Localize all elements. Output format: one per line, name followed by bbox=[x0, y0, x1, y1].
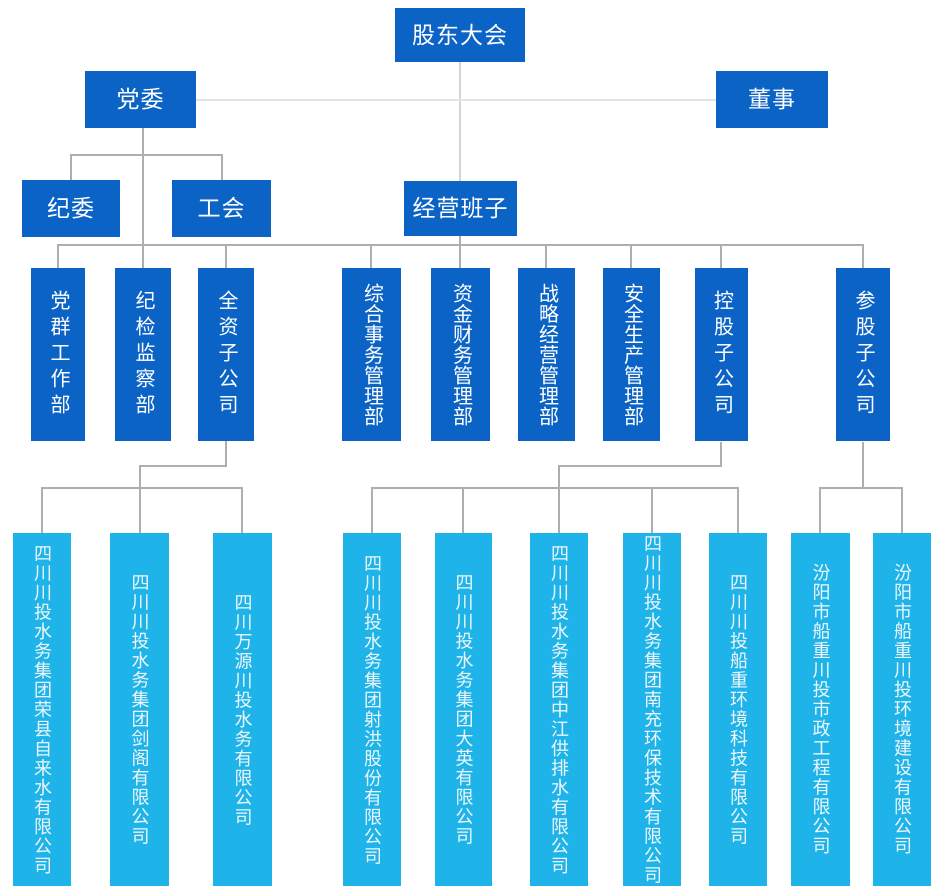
connector bbox=[720, 244, 722, 268]
connector bbox=[142, 128, 144, 246]
connector bbox=[142, 244, 144, 268]
node-labor-union: 工会 bbox=[172, 180, 271, 237]
connector bbox=[459, 62, 461, 182]
connector bbox=[545, 244, 547, 268]
connector bbox=[558, 487, 560, 533]
node-label: 资金财务管理部 bbox=[449, 282, 472, 427]
node-safety-production-dept: 安全生产管理部 bbox=[603, 268, 660, 441]
connector bbox=[225, 441, 227, 467]
connector bbox=[241, 487, 243, 533]
node-party-masses-work-dept: 党群工作部 bbox=[31, 268, 85, 441]
node-management-team: 经营班子 bbox=[404, 181, 517, 236]
connector bbox=[558, 465, 560, 489]
connector bbox=[57, 244, 59, 268]
connector bbox=[459, 244, 461, 268]
connector bbox=[225, 244, 227, 268]
connector bbox=[70, 154, 72, 180]
connector bbox=[720, 442, 722, 467]
connector bbox=[862, 244, 864, 268]
company-zhongjiang: 四川川投水务集团中江供排水有限公司 bbox=[530, 533, 588, 886]
node-label: 党群工作部 bbox=[47, 289, 69, 420]
company-label: 汾阳市船重川投市政工程有限公司 bbox=[810, 563, 831, 856]
connector bbox=[41, 487, 43, 533]
node-label: 股东大会 bbox=[412, 21, 508, 48]
node-party-committee: 党委 bbox=[85, 71, 196, 128]
node-label: 参股子公司 bbox=[852, 289, 874, 420]
connector bbox=[651, 487, 653, 533]
company-label: 四川川投水务集团荣县自来水有限公司 bbox=[32, 543, 52, 876]
company-fenyang-environment: 汾阳市船重川投环境建设有限公司 bbox=[873, 533, 931, 886]
node-discipline-committee: 纪委 bbox=[22, 180, 120, 237]
connector bbox=[371, 487, 739, 489]
company-rongxian-water: 四川川投水务集团荣县自来水有限公司 bbox=[13, 533, 71, 886]
node-discipline-inspection-dept: 纪检监察部 bbox=[115, 268, 171, 441]
company-label: 四川万源川投水务有限公司 bbox=[232, 592, 253, 827]
connector bbox=[139, 465, 227, 467]
node-holding-subsidiaries: 控股子公司 bbox=[695, 268, 748, 441]
company-label: 四川川投船重环境科技有限公司 bbox=[728, 573, 748, 846]
connector bbox=[221, 154, 223, 180]
company-label: 四川川投水务集团射洪股份有限公司 bbox=[362, 553, 382, 866]
node-label: 安全生产管理部 bbox=[620, 282, 643, 427]
connector bbox=[737, 487, 739, 533]
connector bbox=[901, 487, 903, 533]
node-label: 战略经营管理部 bbox=[535, 282, 558, 427]
company-label: 汾阳市船重川投环境建设有限公司 bbox=[892, 563, 912, 856]
company-chuanzhong-environment: 四川川投船重环境科技有限公司 bbox=[709, 533, 767, 886]
company-wanyuan: 四川万源川投水务有限公司 bbox=[213, 533, 272, 886]
node-label: 工会 bbox=[197, 195, 246, 221]
node-wholly-owned-subsidiaries: 全资子公司 bbox=[198, 268, 254, 441]
connector bbox=[370, 244, 372, 268]
node-strategy-dept: 战略经营管理部 bbox=[518, 268, 575, 441]
company-label: 四川川投水务集团大英有限公司 bbox=[453, 573, 474, 846]
node-label: 党委 bbox=[116, 86, 165, 112]
node-label: 控股子公司 bbox=[710, 289, 733, 420]
company-label: 四川川投水务集团南充环保技术有限公司 bbox=[642, 534, 662, 885]
connector bbox=[70, 154, 223, 156]
connector bbox=[558, 465, 722, 467]
company-label: 四川川投水务集团剑阁有限公司 bbox=[129, 573, 150, 846]
node-label: 全资子公司 bbox=[215, 289, 237, 420]
node-finance-dept: 资金财务管理部 bbox=[431, 268, 490, 441]
connector bbox=[196, 99, 716, 101]
connector bbox=[862, 442, 864, 489]
connector bbox=[139, 465, 141, 489]
node-participating-subsidiaries: 参股子公司 bbox=[836, 268, 890, 441]
node-label: 纪检监察部 bbox=[132, 289, 154, 420]
company-fenyang-municipal: 汾阳市船重川投市政工程有限公司 bbox=[791, 533, 850, 886]
connector bbox=[371, 487, 373, 533]
company-daying: 四川川投水务集团大英有限公司 bbox=[435, 533, 492, 886]
company-shehong: 四川川投水务集团射洪股份有限公司 bbox=[343, 533, 401, 886]
node-shareholders-meeting: 股东大会 bbox=[395, 8, 525, 62]
node-label: 纪委 bbox=[47, 195, 95, 221]
connector bbox=[630, 244, 632, 268]
node-label: 综合事务管理部 bbox=[360, 282, 383, 427]
node-label: 经营班子 bbox=[412, 195, 509, 221]
node-directors: 董事 bbox=[716, 71, 828, 128]
company-jiange: 四川川投水务集团剑阁有限公司 bbox=[110, 533, 169, 886]
connector bbox=[459, 236, 461, 246]
connector bbox=[139, 487, 141, 533]
company-label: 四川川投水务集团中江供排水有限公司 bbox=[549, 543, 569, 876]
node-general-affairs-dept: 综合事务管理部 bbox=[342, 268, 401, 441]
connector bbox=[819, 487, 903, 489]
node-label: 董事 bbox=[748, 86, 796, 112]
connector bbox=[462, 487, 464, 533]
connector bbox=[41, 487, 243, 489]
company-nanchong: 四川川投水务集团南充环保技术有限公司 bbox=[623, 533, 681, 886]
connector bbox=[819, 487, 821, 533]
